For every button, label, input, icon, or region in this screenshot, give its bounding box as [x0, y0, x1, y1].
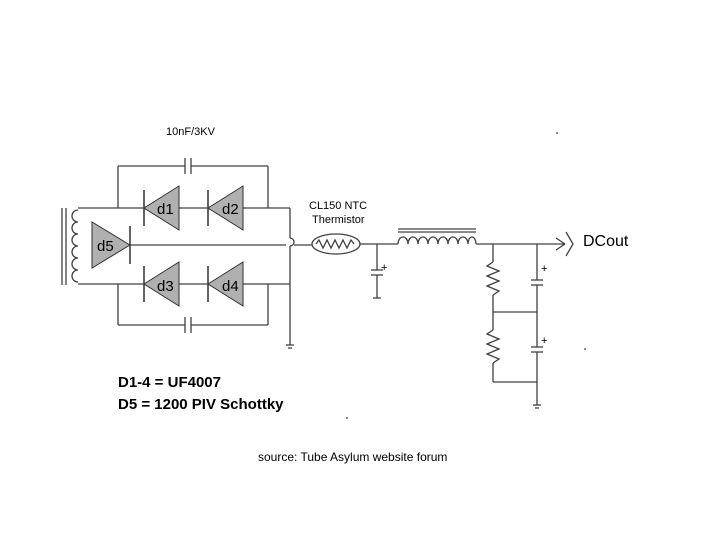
- stray-dot: [584, 348, 586, 350]
- filter-capacitor-3: +: [531, 335, 547, 409]
- resistor-2: [485, 312, 501, 382]
- diode-d4-label: d4: [222, 278, 239, 295]
- diode-d5: d5: [91, 221, 131, 269]
- filter-capacitor-2: +: [531, 244, 547, 347]
- plus-sign: +: [381, 262, 387, 274]
- thermistor-label-2: Thermistor: [312, 214, 365, 226]
- diode-d2: d2: [207, 185, 244, 231]
- stray-dot: [346, 417, 348, 419]
- diode-d3-label: d3: [157, 278, 174, 295]
- plus-sign: +: [541, 335, 547, 347]
- stray-dot: [556, 132, 558, 134]
- bridge-capacitor-label: 10nF/3KV: [166, 126, 216, 138]
- resistor-1: [485, 244, 501, 312]
- diode-d2-label: d2: [222, 201, 239, 218]
- note-line-1: D1-4 = UF4007: [118, 374, 221, 391]
- bridge-capacitor-bottom: [117, 284, 269, 333]
- inductor: [397, 228, 565, 245]
- plus-sign: +: [541, 263, 547, 275]
- filter-capacitor-1: +: [371, 244, 387, 299]
- thermistor-label-1: CL150 NTC: [309, 200, 367, 212]
- output-label: DCout: [583, 233, 629, 250]
- output-terminal: DCout: [555, 231, 629, 257]
- note-line-2: D5 = 1200 PIV Schottky: [118, 396, 284, 413]
- diode-d4: d4: [207, 261, 244, 307]
- diode-d5-label: d5: [97, 238, 114, 255]
- transformer: [61, 207, 118, 285]
- diode-d3: d3: [143, 261, 180, 307]
- source-caption: source: Tube Asylum website forum: [258, 450, 447, 464]
- bridge-capacitor-top: [117, 158, 269, 208]
- diode-d1-label: d1: [157, 201, 174, 218]
- diode-d1: d1: [143, 185, 180, 231]
- thermistor: CL150 NTC Thermistor: [309, 200, 398, 255]
